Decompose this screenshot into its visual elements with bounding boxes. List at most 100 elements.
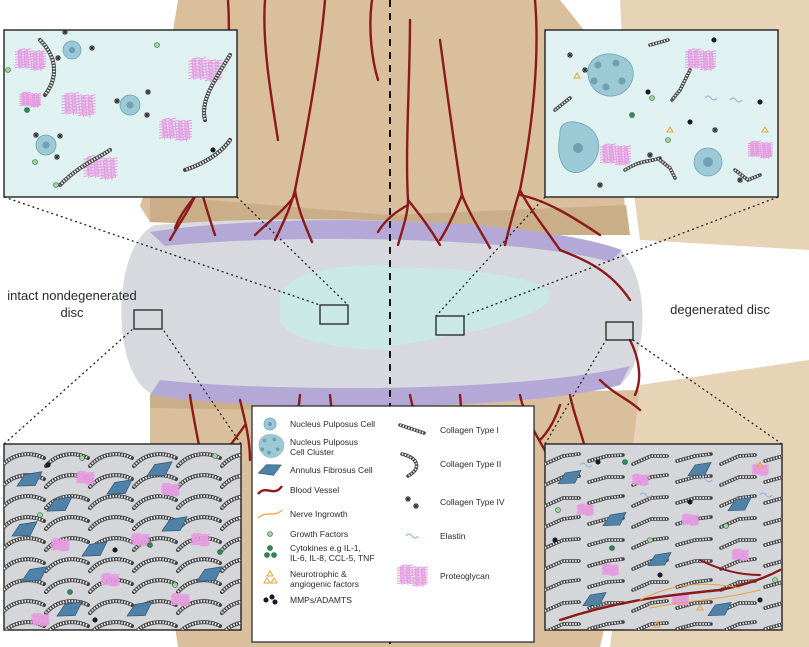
collagen-fibre bbox=[44, 536, 90, 552]
upper-endplate bbox=[150, 220, 622, 262]
af-cell bbox=[707, 601, 732, 616]
af-cell bbox=[46, 496, 73, 512]
collagen-fibre bbox=[763, 454, 782, 463]
collagen-fibre bbox=[545, 600, 581, 613]
zoom-box-np-degenerated bbox=[435, 315, 465, 336]
nucleus-pulposus-right bbox=[390, 267, 551, 346]
legend-item-left-7: Neurotrophic &angiogenic factors bbox=[263, 569, 359, 589]
af-cell bbox=[647, 551, 672, 566]
collagen-fibre bbox=[545, 496, 581, 508]
neurotrophic-factor bbox=[696, 604, 704, 611]
af-cell-icon bbox=[257, 464, 282, 476]
neurotrophic-icon bbox=[263, 570, 278, 584]
legend-label: Annulus Fibrosus Cell bbox=[290, 465, 373, 475]
legend-label: Nucleus Pulposus bbox=[290, 437, 358, 447]
af-cell bbox=[16, 471, 43, 487]
af-cell bbox=[21, 566, 48, 582]
mmp bbox=[269, 594, 275, 600]
collagen-fibre bbox=[88, 452, 134, 468]
collagen-fibre bbox=[719, 475, 757, 487]
neurotrophic-factor bbox=[761, 126, 769, 133]
legend-label: Cytokines e.g IL-1, bbox=[290, 543, 361, 553]
proteoglycan bbox=[130, 532, 150, 547]
collagen-fibre bbox=[47, 620, 90, 630]
legend-item-right-3: Elastin bbox=[405, 531, 466, 541]
collagen-fibre bbox=[183, 138, 232, 172]
cytokine bbox=[629, 112, 635, 118]
legend-label: Collagen Type II bbox=[440, 459, 501, 469]
collagen-4 bbox=[55, 55, 61, 61]
collagen-fibre bbox=[763, 622, 782, 630]
proteoglycan bbox=[19, 91, 42, 108]
zoom-boxes bbox=[133, 304, 634, 341]
proteoglycan bbox=[747, 140, 773, 159]
collagen-fibre bbox=[545, 515, 581, 529]
af-cell bbox=[56, 601, 83, 617]
panel-degenerated-nucleus bbox=[544, 29, 779, 198]
collagen-fibre bbox=[202, 53, 232, 122]
neurotrophic-factor bbox=[263, 577, 271, 584]
proteoglycan bbox=[50, 537, 70, 552]
neurotrophic-factor bbox=[666, 126, 674, 133]
cytokine bbox=[147, 542, 153, 548]
np-cell bbox=[119, 94, 141, 116]
zoom-box-af-intact bbox=[133, 309, 163, 330]
proteoglycan bbox=[190, 532, 210, 547]
mmp bbox=[272, 599, 278, 605]
collagen-4 bbox=[57, 133, 63, 139]
cytokine bbox=[264, 552, 270, 558]
np-cell bbox=[35, 134, 57, 156]
proteoglycan bbox=[684, 48, 717, 72]
np-cluster-icon bbox=[258, 434, 285, 458]
neurotrophic-factor bbox=[266, 570, 274, 577]
collagen-fibre bbox=[132, 494, 178, 510]
collagen-fibre bbox=[4, 536, 46, 551]
collagen-4 bbox=[737, 177, 743, 183]
proteoglycan bbox=[731, 548, 749, 562]
collagen-fibre bbox=[44, 578, 90, 594]
proteoglycan bbox=[631, 473, 649, 487]
collagen-fibre bbox=[675, 578, 713, 589]
proteoglycan bbox=[159, 117, 192, 142]
legend-item-left-4: Nerve Ingrowth bbox=[257, 509, 348, 519]
panel-degenerated-annulus bbox=[544, 443, 783, 631]
proteoglycan bbox=[61, 92, 96, 118]
af-cell bbox=[126, 601, 153, 617]
collagen-fibre bbox=[400, 452, 419, 478]
growth-factor bbox=[723, 523, 729, 529]
legend-label: Collagen Type I bbox=[440, 425, 499, 435]
collagen-4-icon bbox=[405, 496, 419, 509]
collagen-fibre bbox=[220, 557, 241, 573]
collagen-fibre bbox=[675, 622, 713, 630]
legend-label: Neurotrophic & bbox=[290, 569, 347, 579]
collagen-fibre bbox=[631, 495, 669, 508]
legend-item-left-0: Nucleus Pulposus Cell bbox=[263, 417, 375, 431]
growth-factor bbox=[772, 577, 778, 583]
legend-label: Nucleus Pulposus Cell bbox=[290, 419, 375, 429]
af-cell bbox=[146, 461, 173, 477]
lower-endplate bbox=[150, 366, 630, 407]
zoom-lines bbox=[3, 196, 783, 445]
collagen-fibre bbox=[91, 620, 134, 630]
panel-intact-nucleus bbox=[3, 29, 238, 198]
collagen-fibre bbox=[179, 620, 222, 630]
legend-label: MMPs/ADAMTS bbox=[290, 595, 352, 605]
collagen-fibre bbox=[670, 68, 692, 102]
legend-label: Elastin bbox=[440, 531, 466, 541]
collagen-fibre bbox=[648, 38, 670, 47]
collagen-fibre bbox=[587, 557, 625, 568]
proteoglycan bbox=[30, 612, 50, 627]
collagen-fibre bbox=[176, 494, 222, 510]
legend-item-left-6: Cytokines e.g IL-1,IL-6, IL-8, CCL-5, TN… bbox=[264, 543, 374, 563]
collagen-fibre bbox=[763, 601, 782, 610]
legend-item-left-5: Growth Factors bbox=[267, 529, 348, 539]
elastin bbox=[759, 492, 773, 498]
np-cell-icon bbox=[263, 417, 277, 431]
mmp bbox=[657, 572, 663, 578]
degenerated-label: degenerated disc bbox=[670, 302, 770, 317]
collagen-4 bbox=[145, 89, 151, 95]
collagen-fibre bbox=[220, 515, 241, 531]
collagen-4 bbox=[89, 45, 95, 51]
legend-label: Nerve Ingrowth bbox=[290, 509, 348, 519]
